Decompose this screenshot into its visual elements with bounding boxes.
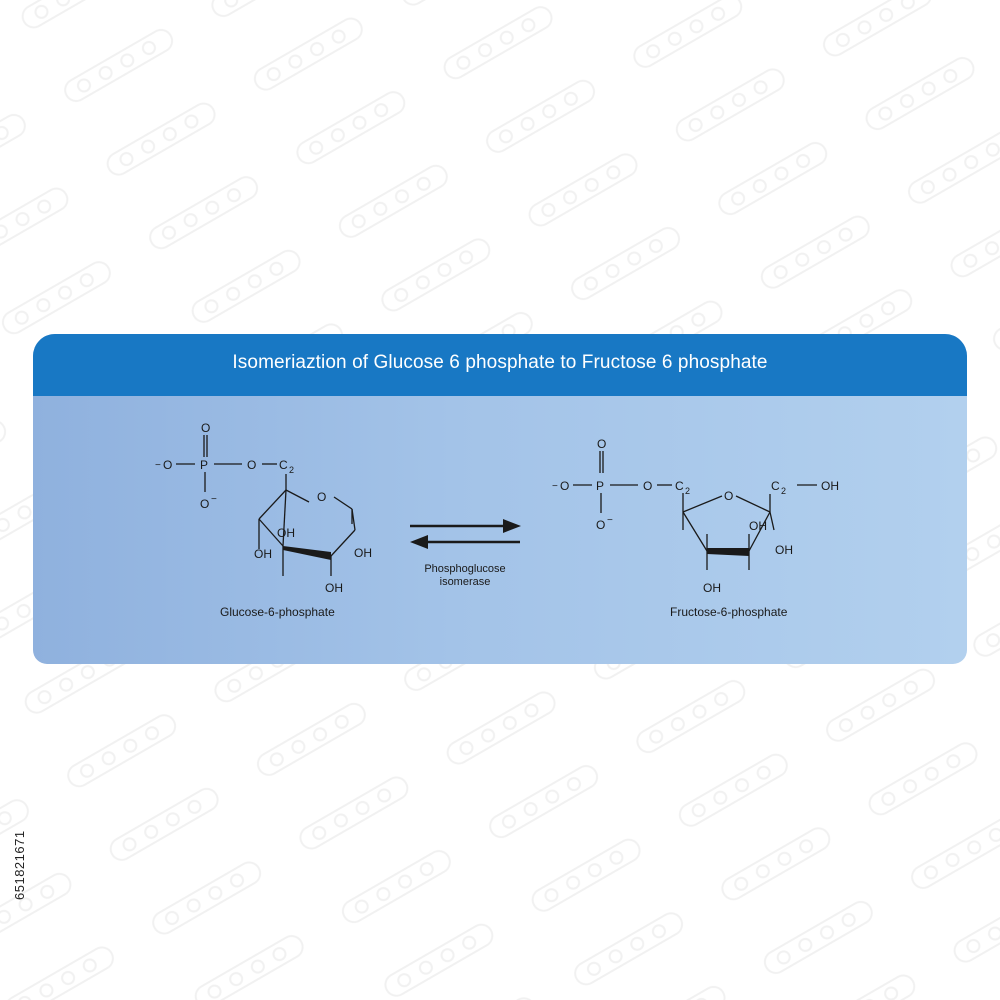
fructose-minus-sign-bottom: − xyxy=(607,515,613,526)
glucose-bridge-o: O xyxy=(247,458,256,472)
glucose-ch2: C xyxy=(279,458,288,472)
fructose-o-top: O xyxy=(597,437,606,451)
enzyme-line1: Phosphoglucose xyxy=(424,563,505,575)
glucose-o-left: O xyxy=(163,458,172,472)
fructose-p: P xyxy=(596,479,604,493)
glucose-minus-sign-bottom: − xyxy=(211,494,217,505)
reaction-diagram: O − O P O − O C 2 O OH OH OH OH Glucose-… xyxy=(155,421,839,619)
reaction-card: Isomeriaztion of Glucose 6 phosphate to … xyxy=(33,334,967,664)
enzyme-label: Phosphoglucose isomerase xyxy=(424,563,505,588)
glucose-oh-bottom: OH xyxy=(325,581,343,595)
fructose-o-left: O xyxy=(560,479,569,493)
fructose-o-bottom: O xyxy=(596,518,605,532)
glucose-o-top: O xyxy=(201,421,210,435)
stock-id: 651821671 xyxy=(12,830,27,900)
glucose-labels: O − O P O − O C 2 O OH OH OH OH Glucose-… xyxy=(155,421,372,619)
glucose-name: Glucose-6-phosphate xyxy=(220,605,335,619)
fructose-oh-c4: OH xyxy=(703,581,721,595)
glucose-p: P xyxy=(200,458,208,472)
fructose-minus-sign: − xyxy=(552,481,558,492)
glucose-bold-bond xyxy=(283,546,331,560)
equilibrium-arrows xyxy=(410,519,521,549)
fructose-ch2-right: C xyxy=(771,479,780,493)
glucose-o-bottom: O xyxy=(200,497,209,511)
page-title: Isomeriaztion of Glucose 6 phosphate to … xyxy=(232,352,768,373)
card-header: Isomeriaztion of Glucose 6 phosphate to … xyxy=(33,334,967,396)
fructose-ring-o: O xyxy=(724,489,733,503)
fructose-labels: O − O P O − O C 2 O C 2 OH OH OH OH Fruc… xyxy=(552,437,839,619)
glucose-minus-sign: − xyxy=(155,460,161,471)
fructose-bold-bond xyxy=(707,548,749,556)
fructose-oh-anomeric: OH xyxy=(749,519,767,533)
enzyme-line2: isomerase xyxy=(440,576,491,588)
fructose-ch2-sub: 2 xyxy=(685,486,690,496)
glucose-bonds xyxy=(176,435,356,576)
glucose-ch2-sub: 2 xyxy=(289,465,294,475)
fructose-name: Fructose-6-phosphate xyxy=(670,605,788,619)
fructose-bridge-o: O xyxy=(643,479,652,493)
fructose-ch2: C xyxy=(675,479,684,493)
fructose-ch2-right-sub: 2 xyxy=(781,486,786,496)
glucose-ring-o: O xyxy=(317,490,326,504)
fructose-oh-terminal: OH xyxy=(821,479,839,493)
glucose-oh-inner: OH xyxy=(277,526,295,540)
fructose-oh-c3: OH xyxy=(775,543,793,557)
glucose-oh-left: OH xyxy=(254,547,272,561)
glucose-oh-right: OH xyxy=(354,546,372,560)
